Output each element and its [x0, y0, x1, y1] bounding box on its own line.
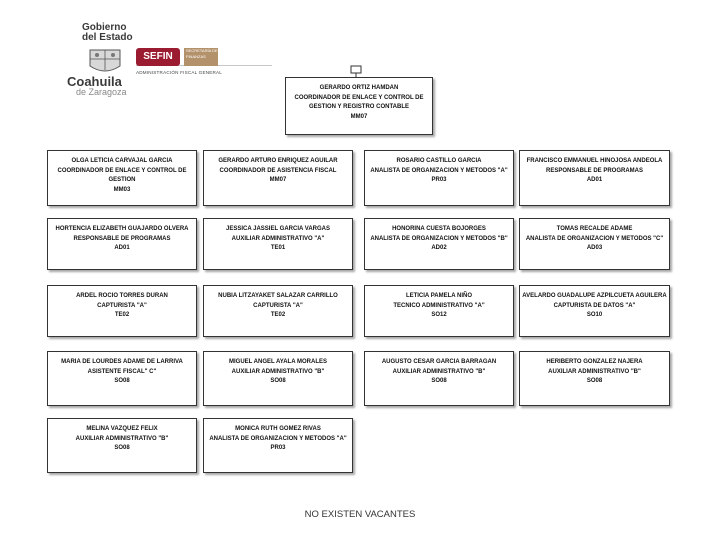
head-code: MM07	[350, 113, 368, 120]
org-box-r4c1: MARIA DE LOURDES ADAME DE LARRIVA ASISTE…	[47, 351, 197, 406]
employee-title: CAPTURISTA DE DATOS "A"	[553, 302, 636, 309]
employee-title: RESPONSABLE DE PROGRAMAS	[545, 167, 643, 174]
org-head-box: GERARDO ORTIZ HAMDAN COORDINADOR DE ENLA…	[285, 77, 433, 135]
employee-code: MM03	[113, 186, 131, 193]
government-logo: Gobierno del Estado Coahuila de Zaragoza…	[62, 20, 277, 102]
logo-admin-text: ADMINISTRACIÓN FISCAL GENERAL	[136, 70, 223, 75]
employee-name: LETICIA PAMELA NIÑO	[405, 293, 473, 299]
employee-title: ANALISTA DE ORGANIZACION Y METODOS "B"	[370, 235, 508, 242]
logo-text-gobierno: Gobierno	[82, 22, 127, 33]
employee-code: AD02	[431, 245, 447, 251]
employee-code: SO08	[431, 378, 447, 384]
employee-code: SO08	[114, 378, 130, 384]
employee-title: ANALISTA DE ORGANIZACION Y METODOS "A"	[209, 435, 347, 442]
employee-name: ROSARIO CASTILLO GARCIA	[396, 158, 482, 164]
employee-code: SO08	[114, 445, 130, 451]
org-box-r2c4: TOMAS RECALDE ADAME ANALISTA DE ORGANIZA…	[519, 218, 670, 270]
employee-code: MM07	[269, 177, 287, 183]
org-box-r2c2: JESSICA JASSIEL GARCIA VARGAS AUXILIAR A…	[203, 218, 353, 270]
employee-name: MIGUEL ANGEL AYALA MORALES	[228, 359, 327, 365]
org-box-r3c2: NUBIA LITZAYAKET SALAZAR CARRILLO CAPTUR…	[203, 285, 353, 337]
employee-title: AUXILIAR ADMINISTRATIVO "A"	[231, 235, 325, 242]
employee-code: AD01	[114, 245, 130, 251]
org-box-r3c1: ARDEL ROCIO TORRES DURAN CAPTURISTA "A" …	[47, 285, 197, 337]
employee-title: CAPTURISTA "A"	[97, 302, 147, 309]
employee-name: HONORINA CUESTA BOJORGES	[392, 226, 486, 232]
org-box-r5c1: MELINA VAZQUEZ FELIX AUXILIAR ADMINISTRA…	[47, 418, 197, 473]
employee-title: AUXILIAR ADMINISTRATIVO "B"	[75, 435, 169, 442]
org-box-r1c4: FRANCISCO EMMANUEL HINOJOSA ANDEOLA RESP…	[519, 150, 670, 206]
employee-code: TE01	[270, 245, 286, 251]
employee-title: TECNICO ADMINISTRATIVO "A"	[393, 302, 485, 309]
employee-code: SO10	[586, 312, 603, 318]
employee-code: TE02	[114, 312, 130, 318]
org-box-r1c3: ROSARIO CASTILLO GARCIA ANALISTA DE ORGA…	[364, 150, 514, 206]
employee-name: HERIBERTO GONZALEZ NAJERA	[546, 359, 643, 365]
employee-title: ANALISTA DE ORGANIZACION Y METODOS "A"	[370, 167, 508, 174]
employee-title: AUXILIAR ADMINISTRATIVO "B"	[392, 368, 486, 375]
vacancies-note: NO EXISTEN VACANTES	[304, 509, 416, 520]
employee-title: COORDINADOR DE ENLACE Y CONTROL DE GESTI…	[57, 167, 187, 184]
employee-title: RESPONSABLE DE PROGRAMAS	[73, 235, 171, 242]
employee-name: MARIA DE LOURDES ADAME DE LARRIVA	[61, 359, 183, 365]
org-box-r4c4: HERIBERTO GONZALEZ NAJERA AUXILIAR ADMIN…	[519, 351, 670, 406]
employee-title: ASISTENTE FISCAL" C"	[87, 368, 157, 375]
employee-title: COORDINADOR DE ASISTENCIA FISCAL	[219, 167, 337, 174]
employee-name: AVELARDO GUADALUPE AZPILCUETA AGUILERA	[522, 293, 667, 299]
employee-code: SO08	[586, 378, 603, 384]
employee-title: AUXILIAR ADMINISTRATIVO "B"	[231, 368, 325, 375]
org-box-r3c3: LETICIA PAMELA NIÑO TECNICO ADMINISTRATI…	[364, 285, 514, 337]
employee-name: OLGA LETICIA CARVAJAL GARCIA	[71, 158, 173, 164]
employee-code: SO08	[270, 378, 286, 384]
org-box-r2c3: HONORINA CUESTA BOJORGES ANALISTA DE ORG…	[364, 218, 514, 270]
employee-title: CAPTURISTA "A"	[253, 302, 303, 309]
org-box-r4c3: AUGUSTO CESAR GARCIA BARRAGAN AUXILIAR A…	[364, 351, 514, 406]
state-seal-icon	[89, 49, 121, 72]
employee-name: MELINA VAZQUEZ FELIX	[86, 426, 158, 432]
logo-text-estado: del Estado	[82, 32, 133, 43]
logo-text-state-suffix: de Zaragoza	[76, 87, 127, 97]
org-box-r3c4: AVELARDO GUADALUPE AZPILCUETA AGUILERA C…	[519, 285, 670, 337]
employee-name: FRANCISCO EMMANUEL HINOJOSA ANDEOLA	[526, 158, 663, 164]
employee-name: MONICA RUTH GOMEZ RIVAS	[235, 426, 321, 432]
employee-title: ANALISTA DE ORGANIZACION Y METODOS "C"	[525, 235, 664, 242]
org-box-r1c1: OLGA LETICIA CARVAJAL GARCIA COORDINADOR…	[47, 150, 197, 206]
secretaria-badge: SECRETARÍA DE FINANZAS	[184, 48, 218, 66]
employee-code: TE02	[270, 312, 286, 318]
employee-code: PR03	[270, 445, 286, 451]
employee-name: ARDEL ROCIO TORRES DURAN	[76, 293, 168, 299]
employee-code: PR03	[431, 177, 447, 183]
employee-name: GERARDO ARTURO ENRIQUEZ AGUILAR	[218, 158, 338, 164]
org-box-r4c2: MIGUEL ANGEL AYALA MORALES AUXILIAR ADMI…	[203, 351, 353, 406]
employee-code: AD01	[586, 177, 603, 183]
employee-name: JESSICA JASSIEL GARCIA VARGAS	[225, 226, 331, 232]
logo-text-state: Coahuila	[67, 74, 122, 89]
employee-title: AUXILIAR ADMINISTRATIVO "B"	[548, 368, 641, 375]
employee-name: TOMAS RECALDE ADAME	[556, 226, 633, 232]
sefin-badge: SEFIN	[136, 48, 180, 66]
employee-name: AUGUSTO CESAR GARCIA BARRAGAN	[381, 359, 497, 365]
employee-code: SO12	[431, 312, 447, 318]
org-box-r2c1: HORTENCIA ELIZABETH GUAJARDO OLVERA RESP…	[47, 218, 197, 270]
org-box-r5c2: MONICA RUTH GOMEZ RIVAS ANALISTA DE ORGA…	[203, 418, 353, 473]
employee-name: NUBIA LITZAYAKET SALAZAR CARRILLO	[218, 293, 338, 299]
head-title: COORDINADOR DE ENLACE Y CONTROL DE GESTI…	[294, 94, 424, 111]
head-name: GERARDO ORTIZ HAMDAN	[319, 85, 399, 91]
employee-code: AD03	[586, 245, 603, 251]
org-box-r1c2: GERARDO ARTURO ENRIQUEZ AGUILAR COORDINA…	[203, 150, 353, 206]
employee-name: HORTENCIA ELIZABETH GUAJARDO OLVERA	[55, 226, 189, 232]
